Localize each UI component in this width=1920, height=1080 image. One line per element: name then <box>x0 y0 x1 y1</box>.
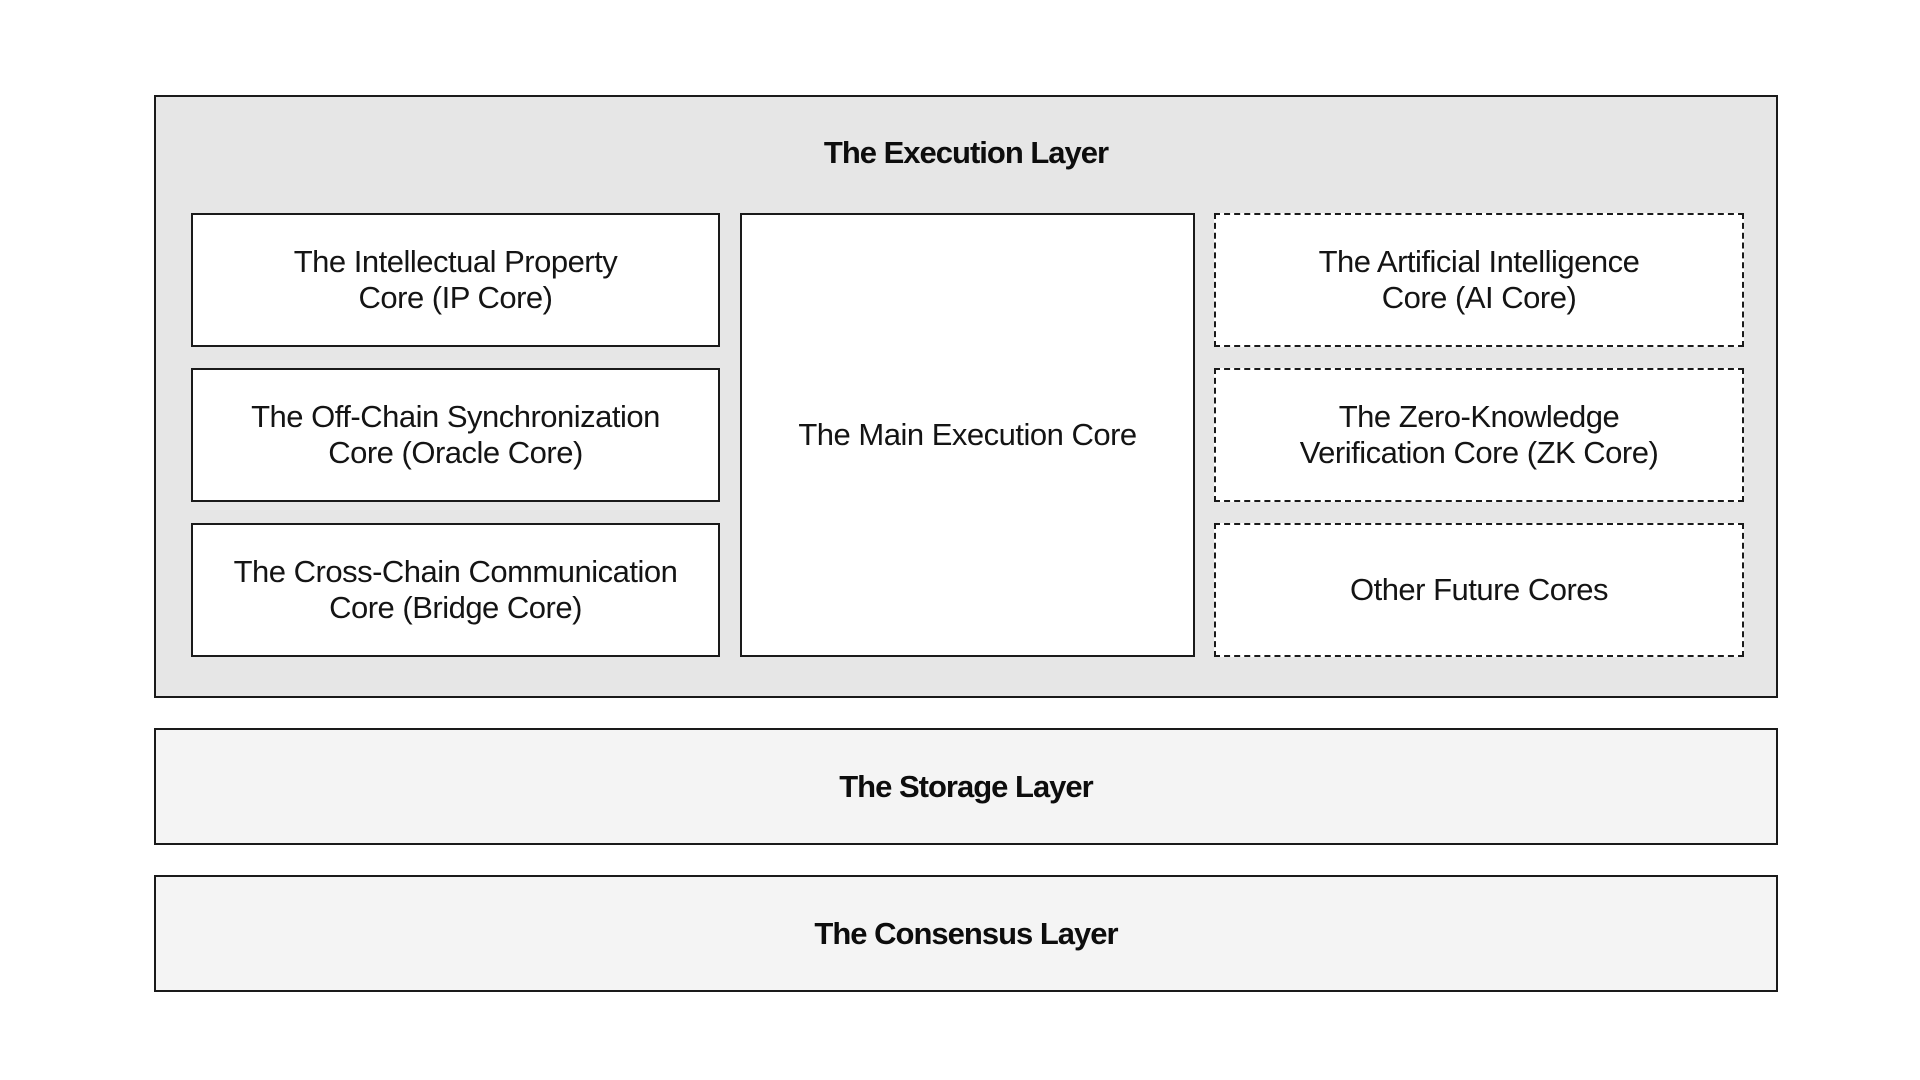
oracle-core-label-line2: Core (Oracle Core) <box>328 435 583 470</box>
bridge-core-label-line2: Core (Bridge Core) <box>329 590 582 625</box>
ai-core-label-line1: The Artificial Intelligence <box>1318 244 1640 279</box>
ip-core-box: The Intellectual Property Core (IP Core) <box>191 213 720 347</box>
bridge-core-box: The Cross-Chain Communication Core (Brid… <box>191 523 720 657</box>
execution-layer-title: The Execution Layer <box>823 135 1109 170</box>
oracle-core-label-line1: The Off-Chain Synchronization <box>251 399 660 434</box>
zk-core-box: The Zero-Knowledge Verification Core (ZK… <box>1214 368 1744 502</box>
consensus-layer-title: The Consensus Layer <box>814 915 1118 951</box>
ai-core-box: The Artificial Intelligence Core (AI Cor… <box>1214 213 1744 347</box>
future-cores-label: Other Future Cores <box>1349 572 1609 607</box>
main-core-label: The Main Execution Core <box>798 417 1137 452</box>
storage-layer-title: The Storage Layer <box>839 768 1093 804</box>
ip-core-label-line1: The Intellectual Property <box>293 244 618 279</box>
zk-core-label-line2: Verification Core (ZK Core) <box>1299 435 1659 470</box>
oracle-core-box: The Off-Chain Synchronization Core (Orac… <box>191 368 720 502</box>
bridge-core-label-line1: The Cross-Chain Communication <box>233 554 678 589</box>
execution-layer: The Execution Layer The Intellectual Pro… <box>154 95 1778 698</box>
zk-core-label-line1: The Zero-Knowledge <box>1338 399 1620 434</box>
consensus-layer: The Consensus Layer <box>154 875 1778 992</box>
main-execution-core-box: The Main Execution Core <box>740 213 1195 657</box>
storage-layer: The Storage Layer <box>154 728 1778 845</box>
ip-core-label-line2: Core (IP Core) <box>358 280 554 315</box>
future-cores-box: Other Future Cores <box>1214 523 1744 657</box>
ai-core-label-line2: Core (AI Core) <box>1381 280 1577 315</box>
